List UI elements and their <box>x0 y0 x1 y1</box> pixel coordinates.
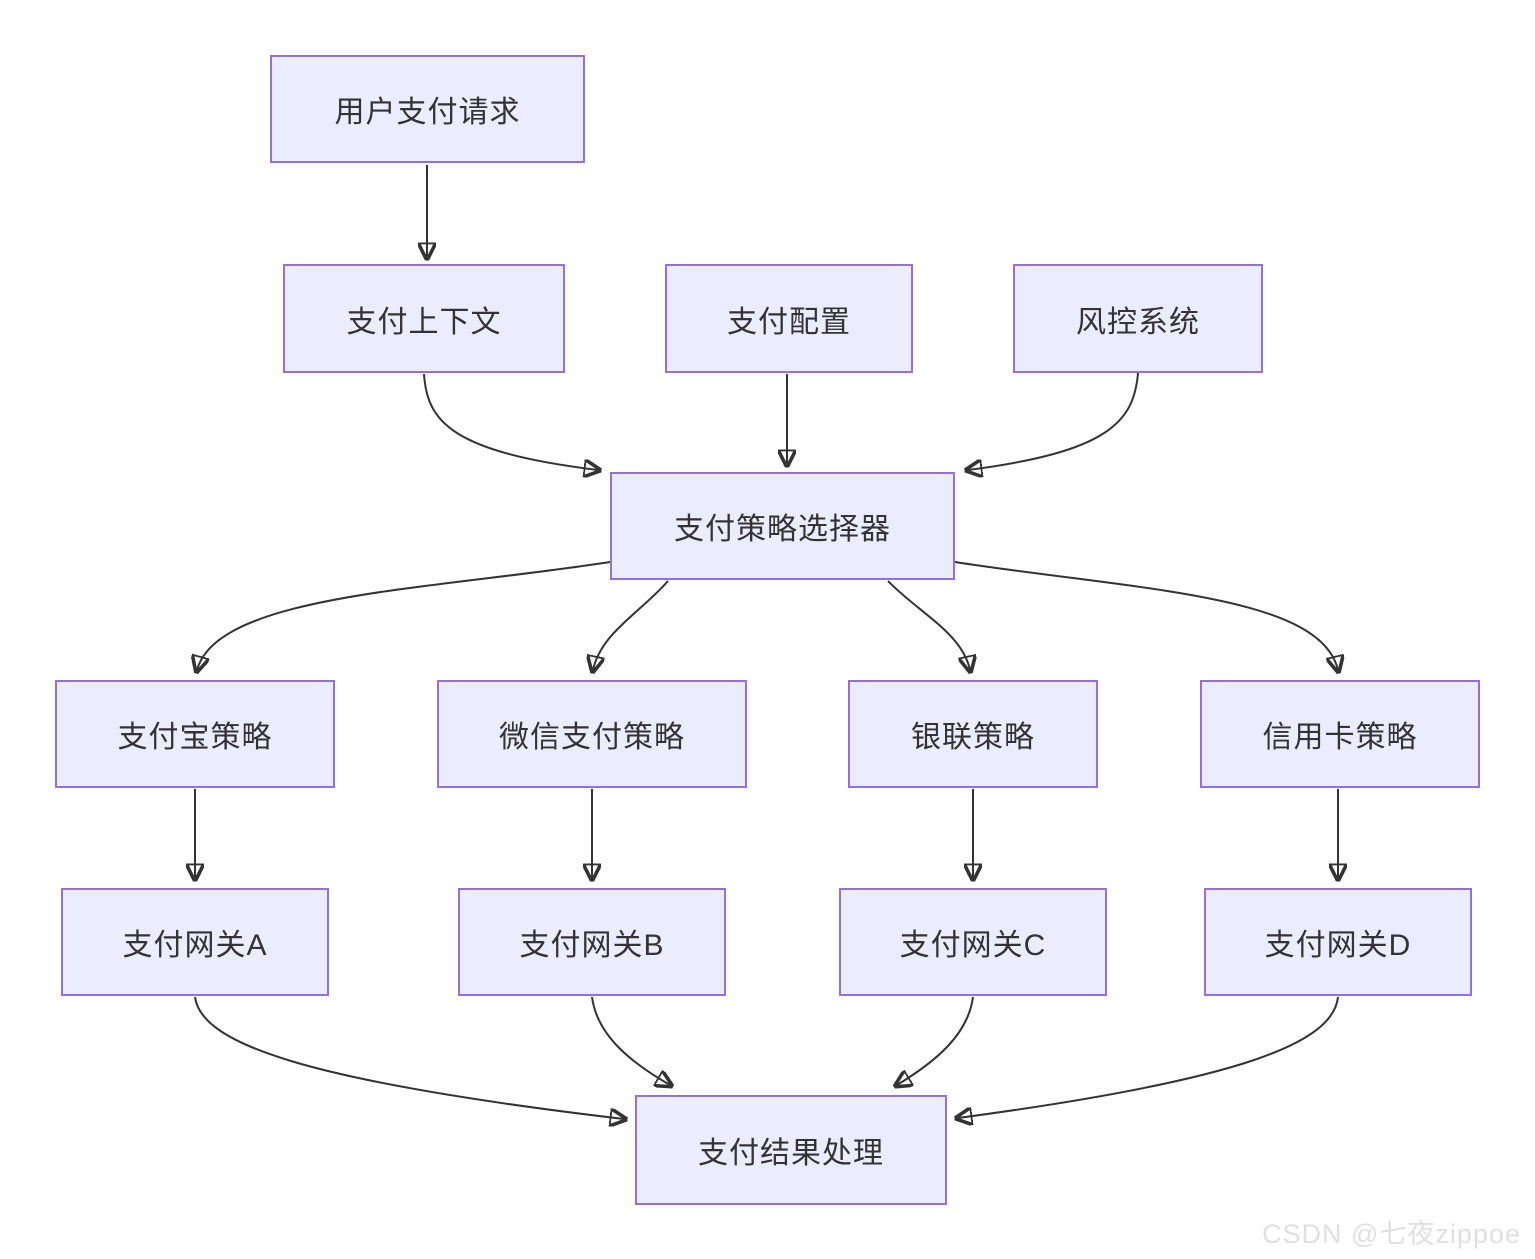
node-payment-context: 支付上下文 <box>283 264 565 373</box>
edge-strategy-selector-to-unionpay-strategy <box>887 580 970 670</box>
node-label: 支付上下文 <box>346 305 502 339</box>
node-label: 用户支付请求 <box>334 96 521 129</box>
csdn-watermark: CSDN @七夜zippoe <box>1262 1219 1521 1249</box>
edge-strategy-selector-to-credit-strategy <box>954 561 1338 670</box>
node-label: 支付策略选择器 <box>674 513 891 546</box>
node-label: 支付配置 <box>727 305 851 339</box>
node-payment-gateway-b: 支付网关B <box>458 888 726 996</box>
node-label: 支付结果处理 <box>698 1137 884 1170</box>
node-payment-strategy-selector: 支付策略选择器 <box>610 472 955 580</box>
node-payment-gateway-a: 支付网关A <box>61 888 329 996</box>
node-alipay-strategy: 支付宝策略 <box>55 680 335 788</box>
node-unionpay-strategy: 银联策略 <box>848 680 1098 788</box>
edge-strategy-selector-to-alipay-strategy <box>197 561 611 670</box>
node-label: 微信支付策略 <box>499 721 685 754</box>
node-label: 支付网关B <box>519 929 665 962</box>
node-user-payment-request: 用户支付请求 <box>270 55 585 163</box>
node-payment-result-handler: 支付结果处理 <box>635 1095 947 1205</box>
edge-gateway-c-to-result-handler <box>897 996 974 1085</box>
node-label: 支付网关C <box>899 929 1047 962</box>
edge-payment-context-to-strategy-selector <box>423 373 598 470</box>
node-risk-control-system: 风控系统 <box>1013 264 1263 373</box>
node-payment-gateway-d: 支付网关D <box>1204 888 1472 996</box>
edge-gateway-d-to-result-handler <box>958 996 1339 1118</box>
node-label: 支付网关D <box>1264 929 1412 962</box>
edge-gateway-b-to-result-handler <box>591 996 670 1085</box>
node-label: 信用卡策略 <box>1262 721 1418 754</box>
edge-risk-control-to-strategy-selector <box>968 372 1139 470</box>
node-payment-gateway-c: 支付网关C <box>839 888 1107 996</box>
node-payment-config: 支付配置 <box>665 264 913 373</box>
node-credit-card-strategy: 信用卡策略 <box>1200 680 1480 788</box>
node-label: 支付网关A <box>122 929 268 962</box>
edge-gateway-a-to-result-handler <box>194 996 624 1119</box>
node-label: 银联策略 <box>911 721 1035 754</box>
node-label: 支付宝策略 <box>117 721 273 754</box>
edge-strategy-selector-to-wechat-strategy <box>593 580 669 670</box>
node-wechat-pay-strategy: 微信支付策略 <box>437 680 747 788</box>
node-label: 风控系统 <box>1076 305 1200 339</box>
